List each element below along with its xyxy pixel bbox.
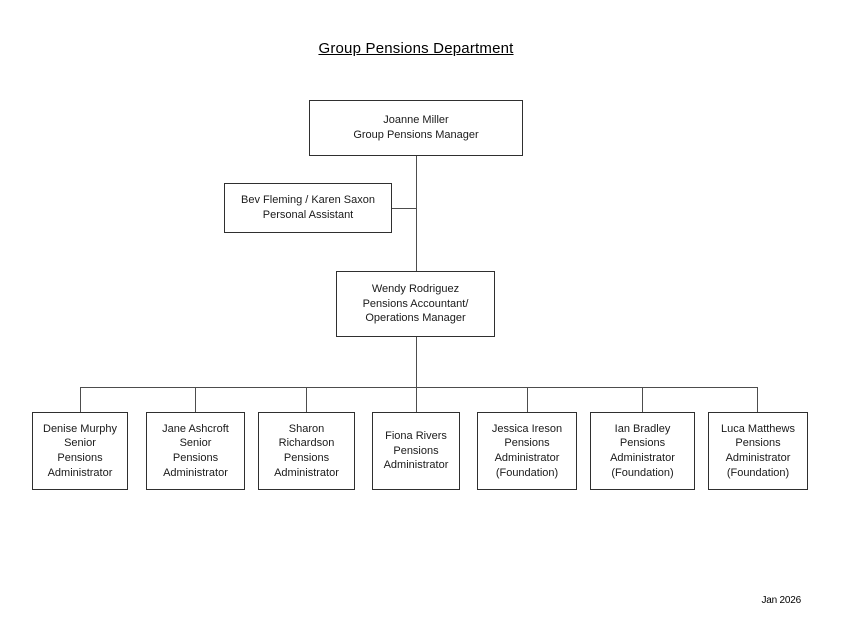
person-name: Ian Bradley <box>614 422 671 435</box>
person-role: Senior <box>64 437 96 450</box>
person-role: Pensions <box>172 452 219 464</box>
person-role: Personal Assistant <box>262 209 354 221</box>
person-role: (Foundation) <box>611 466 674 479</box>
person-role: Administrator <box>47 466 113 479</box>
person-role: Pensions <box>283 452 330 464</box>
person-role: Pensions <box>735 437 781 450</box>
person-name: Bev Fleming / Karen Saxon <box>241 194 375 207</box>
connector-horizontal-rail <box>80 387 758 388</box>
org-box-admin-sharon-richardson: Sharon Richardson Pensions Administrator <box>258 412 355 490</box>
person-role: Senior <box>179 437 212 450</box>
connector-drop-luca <box>757 387 758 412</box>
connector-operations-to-rail <box>416 337 417 387</box>
page-title: Group Pensions Department <box>318 40 514 57</box>
connector-manager-to-operations <box>416 156 417 271</box>
person-role: (Foundation) <box>726 466 790 479</box>
person-role: Administrator <box>725 452 791 464</box>
org-box-group-pensions-manager: Joanne Miller Group Pensions Manager <box>309 100 523 156</box>
person-name: Luca Matthews <box>721 422 795 435</box>
person-role: Pensions <box>393 444 439 457</box>
person-role: Pensions <box>619 437 666 450</box>
org-box-personal-assistant: Bev Fleming / Karen Saxon Personal Assis… <box>224 183 392 233</box>
person-role: Administrator <box>274 466 339 479</box>
person-name: Joanne Miller <box>383 114 449 127</box>
connector-drop-fiona <box>416 387 417 412</box>
connector-assistant-stub <box>392 208 416 209</box>
person-role: Group Pensions Manager <box>353 129 479 141</box>
person-name: Fiona Rivers <box>385 430 447 443</box>
person-name: Richardson <box>278 437 335 450</box>
person-name: Sharon <box>288 422 325 435</box>
connector-drop-ian <box>642 387 643 412</box>
date-stamp: Jan 2026 <box>761 595 801 606</box>
person-role: Administrator <box>494 452 560 464</box>
person-role: Administrator <box>610 452 675 464</box>
org-box-admin-jessica-ireson: Jessica Ireson Pensions Administrator (F… <box>477 412 577 490</box>
org-box-admin-ian-bradley: Ian Bradley Pensions Administrator (Foun… <box>590 412 695 490</box>
person-role: Operations Manager <box>365 312 466 325</box>
person-role: Administrator <box>383 459 449 472</box>
person-name: Wendy Rodriguez <box>371 283 460 296</box>
org-box-admin-fiona-rivers: Fiona Rivers Pensions Administrator <box>372 412 460 490</box>
person-role: Pensions <box>504 437 550 450</box>
connector-drop-jane <box>195 387 196 412</box>
person-role: (Foundation) <box>495 466 559 479</box>
person-role: Pensions Accountant/ <box>362 297 469 310</box>
org-box-admin-luca-matthews: Luca Matthews Pensions Administrator (Fo… <box>708 412 808 490</box>
org-box-operations-manager: Wendy Rodriguez Pensions Accountant/ Ope… <box>336 271 495 337</box>
org-box-admin-denise-murphy: Denise Murphy Senior Pensions Administra… <box>32 412 128 490</box>
connector-drop-sharon <box>306 387 307 412</box>
org-box-admin-jane-ashcroft: Jane Ashcroft Senior Pensions Administra… <box>146 412 245 490</box>
person-role: Pensions <box>57 452 103 464</box>
connector-drop-jessica <box>527 387 528 412</box>
connector-drop-denise <box>80 387 81 412</box>
person-name: Jessica Ireson <box>491 422 563 435</box>
person-name: Jane Ashcroft <box>162 422 229 435</box>
person-role: Administrator <box>163 466 228 479</box>
person-name: Denise Murphy <box>43 422 117 435</box>
